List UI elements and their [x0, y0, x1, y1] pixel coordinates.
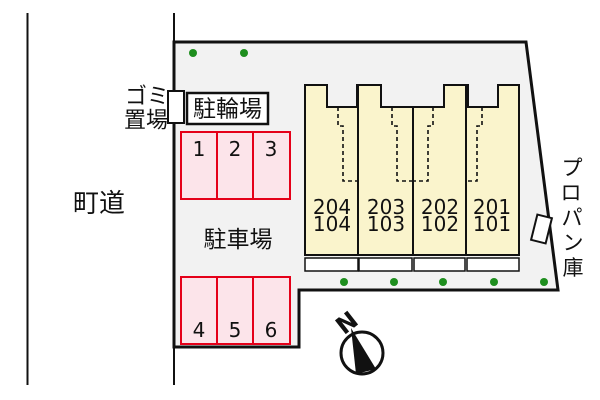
garbage-area-label-line1: ゴミ — [125, 85, 169, 110]
propane-label-char: ン — [563, 231, 584, 255]
entry-path-203 — [391, 107, 412, 182]
unit-102-label: 102 — [421, 212, 459, 236]
tree-dot — [340, 278, 348, 286]
unit-101-label: 101 — [473, 212, 511, 236]
road-label: 町道 — [73, 189, 125, 219]
parking-stall-4 — [180, 276, 218, 345]
unit-201-label: 201 — [473, 195, 511, 219]
parking-stall-3-number: 3 — [265, 137, 278, 161]
propane-label-char: プ — [562, 156, 583, 180]
propane-storage-box — [529, 213, 554, 245]
parking-stall-6 — [252, 276, 291, 345]
tree-dot — [189, 49, 197, 57]
entry-path-204 — [337, 107, 357, 182]
unit-202-label: 202 — [421, 195, 459, 219]
parking-lot-label: 駐車場 — [204, 227, 273, 253]
tree-dot — [439, 278, 447, 286]
unit-104-label: 104 — [313, 212, 351, 236]
north-compass: N — [330, 306, 385, 376]
propane-label-char: ロ — [561, 181, 582, 205]
parking-stall-6-number: 6 — [265, 318, 278, 342]
tree-dot — [390, 278, 398, 286]
garbage-area-box — [167, 90, 185, 124]
garbage-area-label-line2: 置場 — [124, 109, 168, 134]
parking-stall-1-number: 1 — [193, 137, 206, 161]
tree-dot — [490, 278, 498, 286]
tree-row — [340, 278, 548, 286]
bicycle-parking-box — [185, 91, 270, 126]
propane-label-char: 庫 — [563, 256, 584, 280]
parking-stall-4-number: 4 — [193, 318, 206, 342]
parking-stall-5 — [216, 276, 254, 345]
tree-dot — [240, 49, 248, 57]
veranda-202 — [413, 257, 466, 272]
veranda-203 — [358, 257, 413, 272]
veranda-strip — [304, 257, 520, 272]
veranda-204 — [304, 257, 359, 272]
parking-stall-2-number: 2 — [229, 137, 242, 161]
parking-stalls-bottom: 4 5 6 — [180, 276, 291, 345]
propane-label-char: パ — [562, 206, 583, 230]
parking-stall-3 — [252, 131, 291, 200]
entry-path-202 — [414, 107, 434, 182]
bicycle-parking-label: 駐輪場 — [193, 97, 262, 123]
propane-storage-label: プ ロ パ ン 庫 — [561, 156, 584, 280]
entry-path-dashes — [337, 107, 483, 182]
unit-204-label: 204 — [313, 195, 351, 219]
unit-labels: 204 104 203 103 202 102 201 101 — [313, 195, 511, 236]
veranda-201 — [466, 257, 520, 272]
compass-needle — [351, 328, 376, 374]
tree-dot — [540, 278, 548, 286]
entry-path-201 — [467, 107, 483, 182]
unit-203-label: 203 — [367, 195, 405, 219]
parking-stall-5-number: 5 — [229, 318, 242, 342]
parking-stalls-top: 1 2 3 — [180, 131, 291, 200]
unit-103-label: 103 — [367, 212, 405, 236]
parking-stall-2 — [216, 131, 254, 200]
